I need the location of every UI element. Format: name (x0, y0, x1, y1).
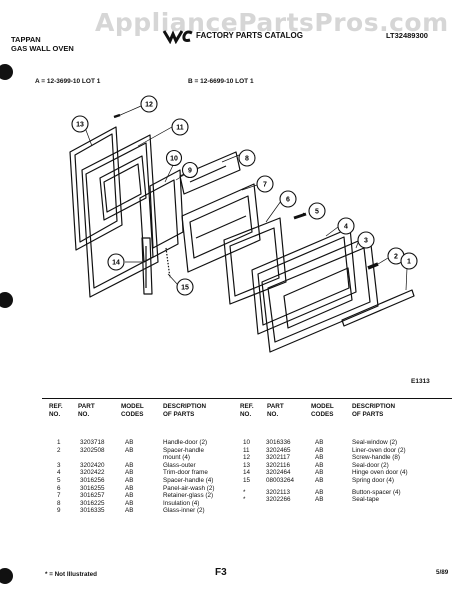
glass-retainer (181, 183, 261, 273)
desc-column: Seal-window (2)Liner-oven door (2)Screw-… (352, 439, 408, 504)
callout-7: 7 (256, 175, 274, 193)
panel-air-wash (179, 151, 241, 195)
callout-label: 4 (344, 224, 348, 231)
exploded-diagram: 12 13 11 10 9 8 7 6 5 4 3 2 1 14 15 (69, 95, 418, 353)
callout-label: 5 (315, 209, 319, 216)
callout-12: 12 (140, 95, 158, 113)
callout-label: 9 (188, 168, 192, 175)
callout-label: 6 (286, 197, 290, 204)
callout-label: 8 (245, 156, 249, 163)
door-spring (165, 247, 171, 279)
callout-5: 5 (308, 202, 326, 220)
callout-label: 3 (364, 238, 368, 245)
callout-label: 15 (181, 285, 189, 292)
callout-4: 4 (337, 217, 355, 235)
part-column: 32037183202508​3202420320242230162563016… (80, 439, 105, 515)
callout-label: 1 (407, 259, 411, 266)
header-brand-block: TAPPAN GAS WALL OVEN (11, 35, 74, 53)
product-name: GAS WALL OVEN (11, 44, 74, 53)
lot-b: B = 12-6699-10 LOT 1 (188, 78, 254, 85)
handle-spacer (367, 262, 379, 270)
header-ref: REF.NO. (240, 403, 254, 418)
callout-label: 12 (145, 102, 153, 109)
callout-9: 9 (181, 161, 199, 179)
callout-15: 15 (176, 278, 194, 296)
callout-label: 7 (263, 182, 267, 189)
callout-label: 13 (76, 122, 84, 129)
callout-8: 8 (238, 149, 256, 167)
trim-door-frame (223, 217, 287, 305)
callout-3: 3 (357, 231, 375, 249)
oven-door-liner (81, 134, 159, 298)
not-illustrated-note: * = Not Illustrated (45, 571, 97, 578)
catalog-title: FACTORY PARTS CATALOG (196, 31, 303, 40)
outer-glass (251, 227, 357, 335)
door-outer-panel (261, 235, 379, 353)
wci-logo-icon (162, 30, 193, 44)
callout-1: 1 (400, 252, 418, 270)
lot-a: A = 12-3699-10 LOT 1 (35, 78, 101, 85)
callout-10: 10 (165, 149, 183, 167)
callout-6: 6 (279, 190, 297, 208)
callout-14: 14 (107, 253, 125, 271)
revision-date: 5/89 (436, 569, 449, 576)
brand-name: TAPPAN (11, 35, 41, 44)
figure-id: E1313 (411, 378, 430, 385)
catalog-code: LT32489300 (386, 31, 428, 40)
oven-door-hinge (141, 237, 153, 295)
callout-label: 11 (176, 125, 184, 132)
door-handle (341, 289, 415, 327)
callout-11: 11 (171, 118, 189, 136)
door-seal-frame (69, 126, 123, 251)
binder-hole (0, 292, 13, 308)
callouts: 12 13 11 10 9 8 7 6 5 4 3 2 1 14 15 (71, 95, 418, 296)
inner-glass (149, 169, 184, 249)
binder-hole (0, 64, 13, 80)
table-top-rule (42, 398, 452, 399)
callout-13: 13 (71, 115, 89, 133)
handle-screw (293, 212, 307, 220)
binder-hole (0, 568, 13, 584)
header-ref: REF.NO. (49, 403, 63, 418)
callout-label: 14 (112, 260, 120, 267)
callout-label: 2 (394, 254, 398, 261)
page-number: F3 (215, 567, 227, 578)
callout-label: 10 (170, 156, 178, 163)
watermark: AppliancePartsPros.com (95, 8, 449, 37)
